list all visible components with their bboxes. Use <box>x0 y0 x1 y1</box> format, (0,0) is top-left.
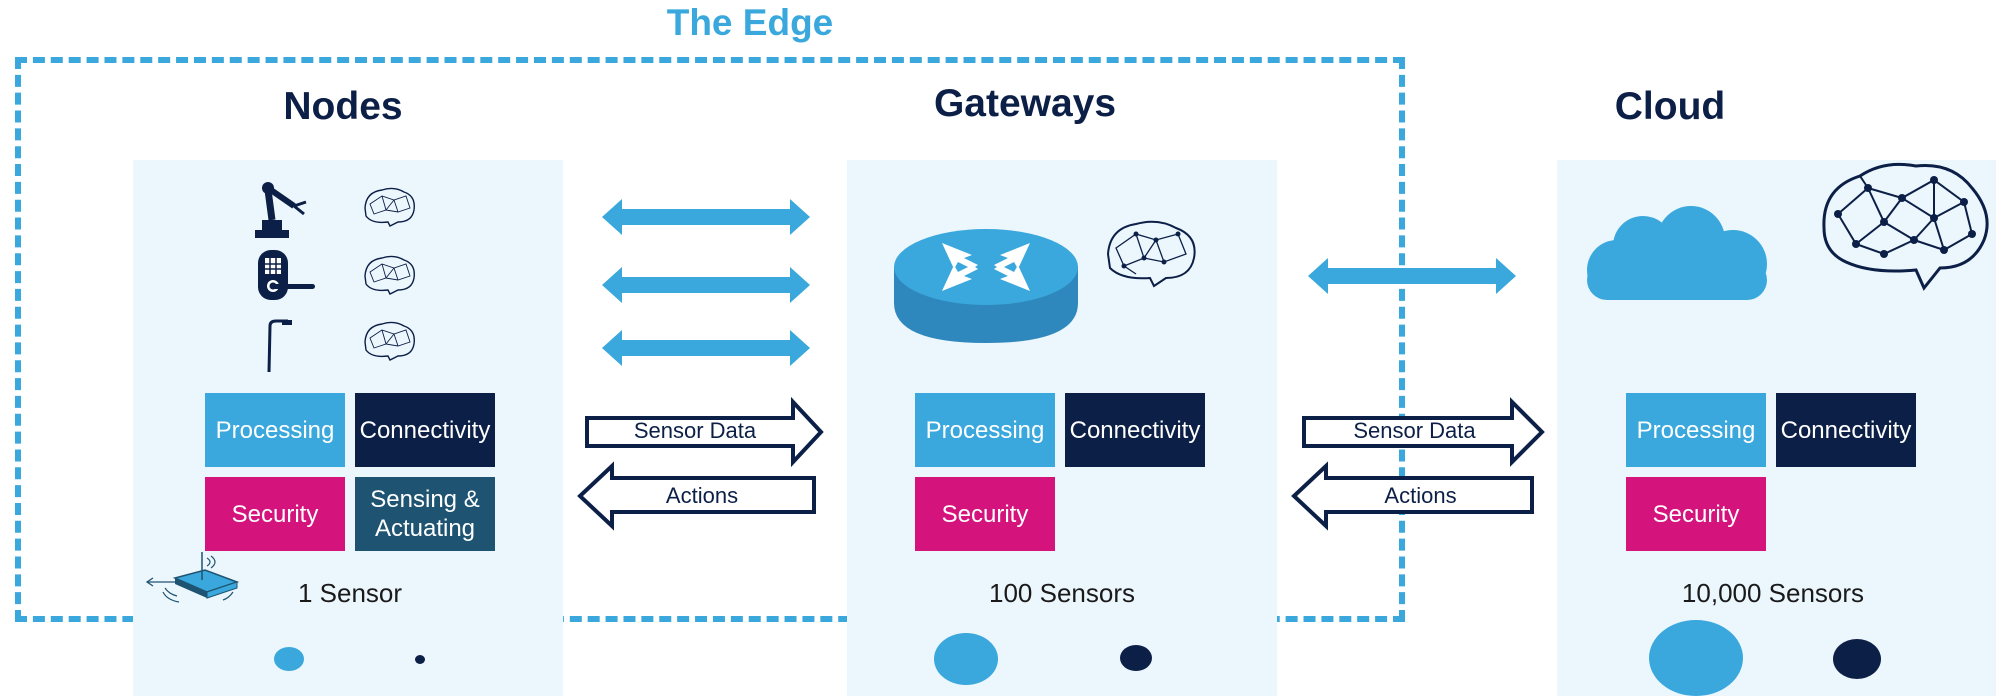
sensor-chip-icon <box>145 552 240 603</box>
nodes-panel <box>133 160 563 696</box>
nodes-security-tile: Security <box>205 477 345 551</box>
cloud-icon <box>1587 206 1767 300</box>
brain-network-icon <box>1106 220 1196 288</box>
door-lock-icon <box>258 250 315 300</box>
gateways-volume-dot-light <box>934 633 998 685</box>
gateways-cloud-actions-label: Actions <box>1384 483 1457 508</box>
cloud-title: Cloud <box>1614 85 1726 128</box>
gateways-processing-tile: Processing <box>915 393 1055 467</box>
nodes-sensor-count: 1 Sensor <box>297 578 403 608</box>
cloud-security-tile: Security <box>1626 477 1766 551</box>
cloud-processing-tile: Processing <box>1626 393 1766 467</box>
brain-network-icon <box>364 321 415 361</box>
cloud-volume-dot-dark <box>1833 639 1881 679</box>
nodes-gateways-sensor-data-label: Sensor Data <box>633 418 757 443</box>
brain-network-icon <box>364 255 415 295</box>
nodes-sensing-tile: Sensing & Actuating <box>355 477 495 551</box>
gateways-sensor-count: 100 Sensors <box>989 578 1135 608</box>
gateways-volume-dot-dark <box>1120 645 1152 671</box>
nodes-title: Nodes <box>283 85 403 128</box>
nodes-volume-dot-dark <box>415 655 425 664</box>
gateways-security-tile: Security <box>915 477 1055 551</box>
cloud-sensor-count: 10,000 Sensors <box>1681 578 1865 608</box>
nodes-processing-tile: Processing <box>205 393 345 467</box>
street-lamp-icon <box>267 319 292 373</box>
gateways-cloud-sensor-data-label: Sensor Data <box>1353 418 1476 443</box>
router-icon <box>894 229 1078 343</box>
bidirectional-arrow-icon <box>602 330 810 366</box>
actions-arrow <box>577 461 816 531</box>
cloud-connectivity-tile: Connectivity <box>1776 393 1916 467</box>
sensor-data-arrow <box>1302 397 1545 467</box>
actions-arrow <box>1291 461 1534 531</box>
bidirectional-arrow-icon <box>1308 258 1516 294</box>
nodes-connectivity-tile: Connectivity <box>355 393 495 467</box>
bidirectional-arrow-icon <box>602 267 810 303</box>
nodes-gateways-actions-label: Actions <box>665 483 739 508</box>
brain-network-icon <box>364 187 415 227</box>
gateways-title: Gateways <box>933 82 1117 125</box>
robot-arm-icon <box>255 182 307 238</box>
cloud-volume-dot-light <box>1649 620 1743 696</box>
gateways-connectivity-tile: Connectivity <box>1065 393 1205 467</box>
nodes-volume-dot-light <box>274 647 304 671</box>
bidirectional-arrow-icon <box>602 199 810 235</box>
brain-network-icon <box>1822 162 1989 291</box>
edge-title: The Edge <box>666 2 834 43</box>
edge-boundary <box>15 57 1405 622</box>
sensor-data-arrow <box>585 396 824 468</box>
